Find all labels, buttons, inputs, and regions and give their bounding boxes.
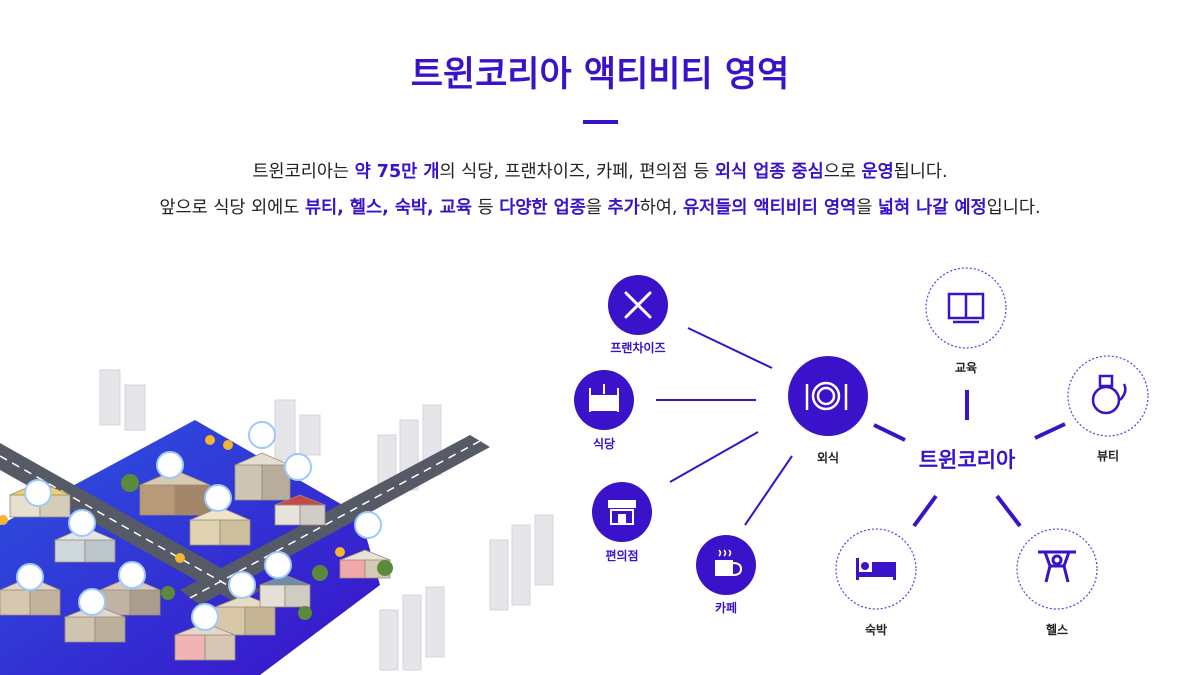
dining-plate-icon: [805, 381, 848, 411]
node-label-convenience: 편의점: [605, 548, 638, 563]
node-lodging[interactable]: 숙박: [835, 528, 917, 637]
description-text: 의 식당, 프랜차이즈, 카페, 편의점 등: [439, 162, 715, 182]
center-label-twinkorea: 트윈코리아: [919, 448, 1016, 472]
node-label-cafe: 카페: [715, 600, 737, 615]
node-label-restaurant: 식당: [593, 436, 615, 451]
title-underline: [583, 120, 618, 124]
activity-diagram: 프랜차이즈 식당 편의점 카페 외식: [574, 267, 1149, 637]
description-text: 으로: [823, 162, 862, 182]
node-education[interactable]: 교육: [925, 267, 1007, 375]
connector-lodging: [912, 494, 938, 528]
description-text: 을: [856, 198, 878, 218]
highlight-text: 넓혀 나갈 예정: [877, 198, 987, 218]
node-convenience-store[interactable]: 편의점: [592, 482, 652, 563]
weightlifter-icon: [1038, 550, 1076, 583]
connector-beauty: [1034, 422, 1066, 440]
description-line-1: 트윈코리아는 약 75만 개의 식당, 프랜차이즈, 카페, 편의점 등 외식 …: [0, 158, 1200, 183]
node-health[interactable]: 헬스: [1016, 528, 1098, 637]
node-label-beauty: 뷰티: [1097, 448, 1119, 463]
description-line-2: 앞으로 식당 외에도 뷰티, 헬스, 숙박, 교육 등 다양한 업종을 추가하여…: [0, 194, 1200, 219]
node-beauty[interactable]: 뷰티: [1067, 355, 1149, 463]
beauty-bottle-icon: [1091, 374, 1127, 415]
description-text: 등: [471, 198, 500, 218]
node-label-lodging: 숙박: [865, 622, 887, 637]
page-title: 트윈코리아 액티비티 영역: [410, 55, 790, 95]
node-dining-hub[interactable]: 외식: [788, 356, 868, 465]
node-label-health: 헬스: [1046, 622, 1068, 637]
node-label-franchise: 프랜차이즈: [610, 340, 665, 355]
highlight-text: 외식 업종 중심: [714, 162, 824, 182]
node-cafe[interactable]: 카페: [696, 535, 756, 615]
node-label-dining: 외식: [817, 450, 839, 465]
highlight-text: 다양한 업종: [499, 198, 586, 218]
connector-health: [995, 494, 1022, 528]
coffee-cup-icon: [715, 549, 743, 576]
book-icon: [947, 292, 985, 324]
description-text: 트윈코리아는: [252, 162, 355, 182]
highlight-text: 운영: [861, 162, 894, 182]
node-restaurant[interactable]: 식당: [574, 370, 634, 451]
fork-knife-icon: [624, 291, 652, 319]
connector-hub-center: [873, 423, 906, 442]
connector-convenience: [669, 431, 759, 483]
description-text: 입니다.: [986, 198, 1041, 218]
node-label-education: 교육: [955, 360, 977, 375]
connector-cafe: [744, 455, 793, 526]
description-text: 하여,: [639, 198, 684, 218]
highlight-text: 유저들의 액티비티 영역: [683, 198, 857, 218]
node-franchise[interactable]: 프랜차이즈: [608, 275, 668, 355]
bed-icon: [856, 558, 896, 580]
description-text: 앞으로 식당 외에도: [159, 198, 305, 218]
highlight-text: 뷰티, 헬스, 숙박, 교육: [304, 198, 472, 218]
isometric-city-illustration: [0, 369, 554, 675]
highlight-text: 추가: [607, 198, 640, 218]
connector-franchise: [687, 327, 773, 369]
restaurant-table-icon: [589, 384, 619, 412]
description-text: 됩니다.: [893, 162, 948, 182]
description-text: 을: [585, 198, 608, 218]
highlight-text: 약 75만 개: [354, 162, 440, 182]
store-icon: [608, 500, 636, 525]
